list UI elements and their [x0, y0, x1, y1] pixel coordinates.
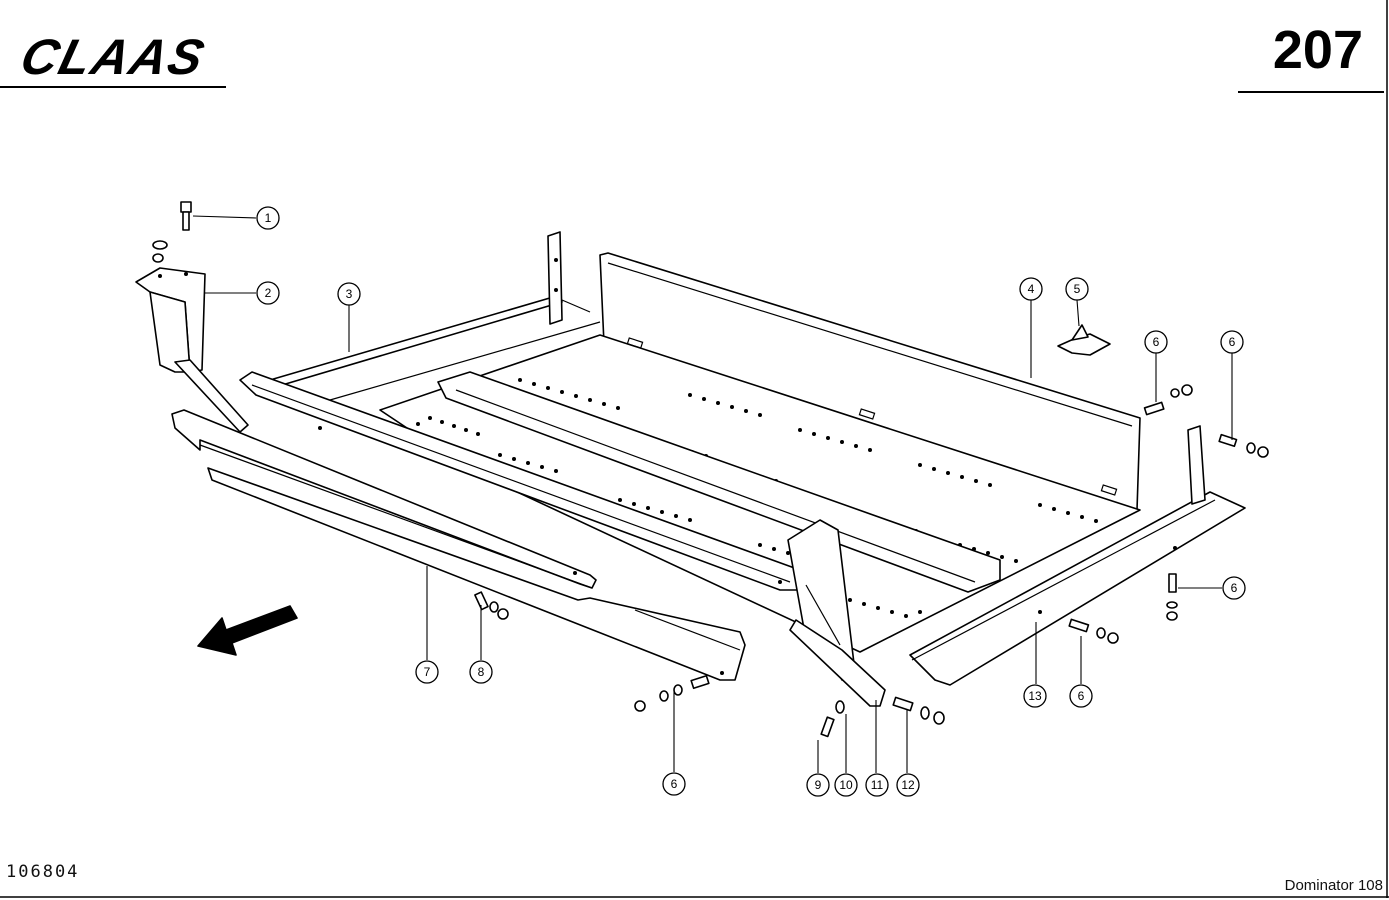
header-rule-right: [1238, 91, 1384, 93]
bolt-part-8: [474, 591, 509, 620]
arrow-icon: [197, 605, 298, 656]
callout: 4: [1019, 277, 1043, 301]
svg-text:5: 5: [1074, 282, 1081, 296]
svg-text:10: 10: [839, 778, 853, 792]
side-channel-rail: [269, 231, 601, 401]
callout: 6: [1144, 330, 1168, 354]
bolt-part-6-front: [634, 674, 710, 712]
svg-text:1: 1: [265, 211, 272, 225]
bolt-part-6-right: [1218, 433, 1269, 458]
bolt-part-1: [152, 201, 192, 263]
svg-text:2: 2: [265, 286, 272, 300]
callout: 2: [256, 281, 280, 305]
callout: 6: [1220, 330, 1244, 354]
callout: 9: [806, 773, 830, 797]
svg-text:12: 12: [901, 778, 915, 792]
svg-text:6: 6: [1078, 689, 1085, 703]
callout: 1: [256, 206, 280, 230]
callout: 8: [469, 660, 493, 684]
drawing-number: 106804: [6, 862, 80, 882]
callout: 10: [834, 773, 858, 797]
right-side-angle: [909, 425, 1246, 686]
svg-text:7: 7: [424, 665, 431, 679]
callout: 6: [1222, 576, 1246, 600]
svg-text:6: 6: [1229, 335, 1236, 349]
front-angle-beam: [171, 409, 746, 681]
svg-text:6: 6: [1231, 581, 1238, 595]
bolt-part-6-side: [1166, 573, 1178, 621]
svg-text:9: 9: [815, 778, 822, 792]
corner-post-bracket: [787, 519, 886, 707]
svg-text:4: 4: [1028, 282, 1035, 296]
svg-text:6: 6: [1153, 335, 1160, 349]
model-label: Dominator 108: [1284, 877, 1383, 894]
header-rule-left: [0, 86, 226, 88]
page-number: 207: [1272, 20, 1363, 80]
bolt-part-6-rear: [1143, 384, 1193, 416]
callouts: 1 2 3 4 5 6 6 6 6 7 8 6 9 10 11 12 13 6: [256, 206, 1246, 797]
clip-part: [1057, 324, 1111, 356]
bolt-part-9: [820, 716, 835, 738]
bolt-part-12: [892, 696, 945, 725]
svg-text:11: 11: [871, 778, 884, 792]
callout: 3: [337, 282, 361, 306]
fasteners: [152, 201, 1269, 738]
corner-bracket-left: [135, 267, 249, 433]
svg-text:6: 6: [671, 777, 678, 791]
callout: 6: [1069, 684, 1093, 708]
callout: 13: [1023, 684, 1047, 708]
callout: 7: [415, 660, 439, 684]
callout: 12: [896, 773, 920, 797]
callout: 6: [662, 772, 686, 796]
washer-part-10: [835, 700, 845, 714]
svg-text:8: 8: [478, 665, 485, 679]
svg-text:13: 13: [1028, 689, 1042, 703]
callout: 11: [865, 773, 889, 797]
leader-lines: [192, 215, 1233, 773]
callout: 5: [1065, 277, 1089, 301]
bolt-part-6-lower: [1068, 618, 1119, 644]
svg-text:3: 3: [346, 287, 353, 301]
